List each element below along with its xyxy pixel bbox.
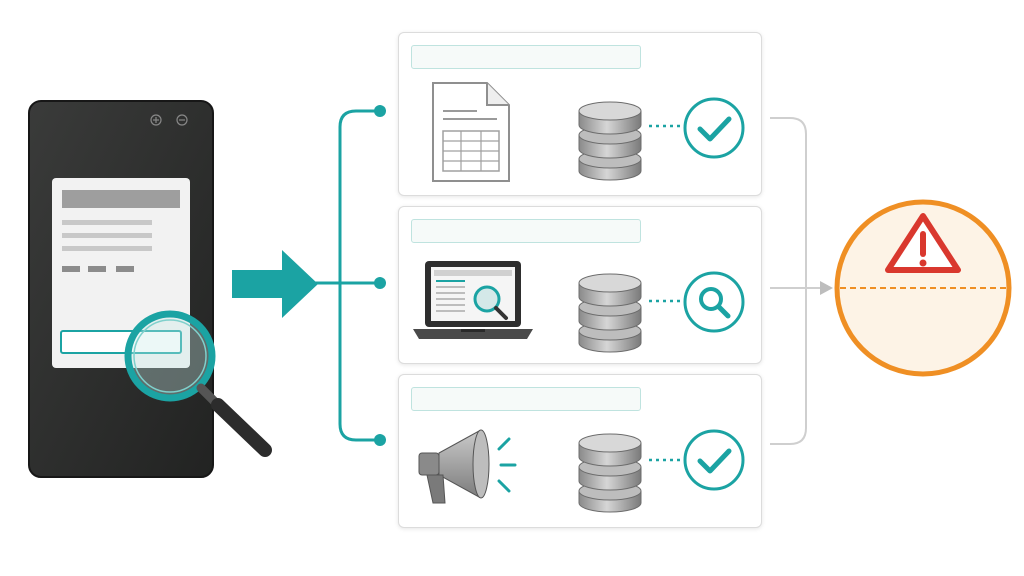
screen-dash [62,266,80,272]
branch-card-laptop [398,206,762,364]
check-icon [683,97,745,159]
screen-title-bar [62,190,180,208]
card-label-bar [411,45,641,69]
merge-bracket [770,117,807,445]
screen-button[interactable] [60,330,182,354]
phone-screen [52,178,190,368]
phone-button-minus-icon [176,114,188,126]
screen-dash [88,266,106,272]
flow-arrow-icon [232,250,318,318]
branch-node-top [374,105,386,117]
megaphone-icon [418,429,517,504]
merge-arrowhead [820,281,833,295]
phone-button-plus-icon [150,114,162,126]
branch-node-bottom [374,434,386,446]
outcome-warning [834,199,1012,377]
laptop-search-icon [413,261,533,339]
screen-dash [116,266,134,272]
branch-node-middle [374,277,386,289]
branch-card-megaphone [398,374,762,528]
warning-triangle-icon [885,213,961,273]
screen-text-line [62,233,152,238]
dotted-link [649,299,683,303]
search-icon [683,271,745,333]
branch-card-document [398,32,762,196]
card-label-bar [411,387,641,411]
database-icon [578,273,642,353]
dotted-link [649,124,683,128]
magnifier-icon [124,310,272,457]
branch-bracket [338,109,380,442]
check-icon [683,429,745,491]
dotted-link [649,458,683,462]
card-label-bar [411,219,641,243]
database-icon [578,433,642,513]
document-icon [432,82,510,182]
screen-text-line [62,220,152,225]
database-icon [578,101,642,181]
screen-text-line [62,246,152,251]
